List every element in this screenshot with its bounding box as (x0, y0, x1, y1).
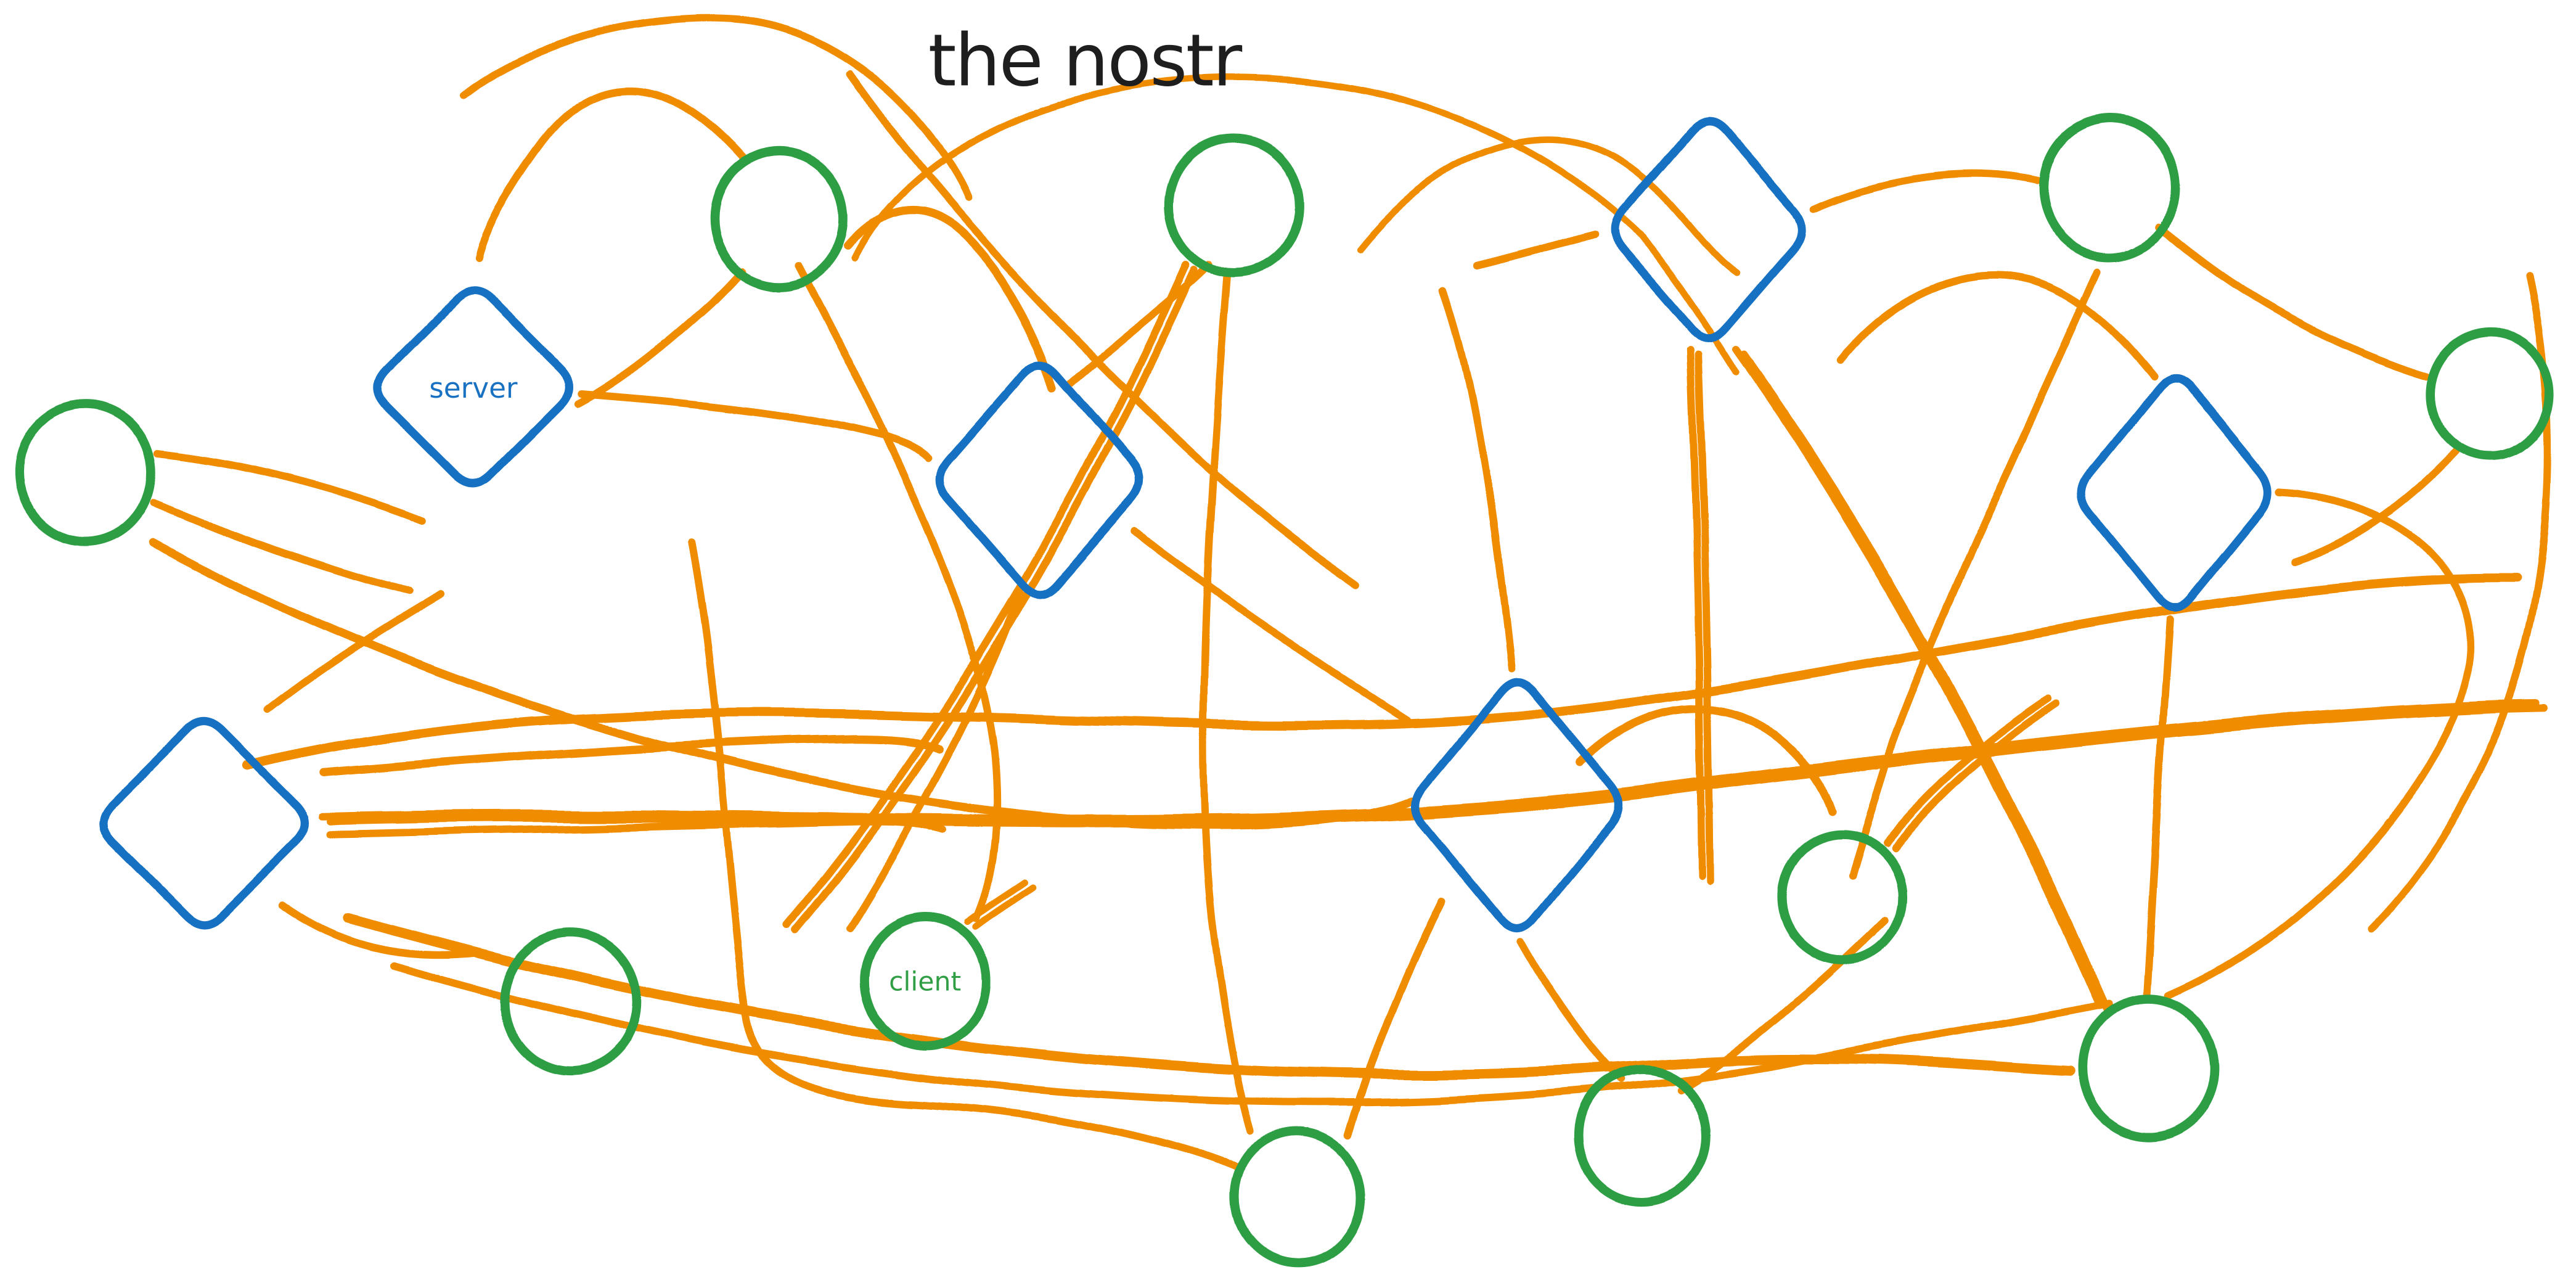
client-node (499, 929, 641, 1076)
connection-stroke (1810, 170, 2041, 213)
connection-stroke (1357, 136, 1740, 276)
relay-node (2077, 374, 2273, 612)
connection-stroke (795, 260, 1000, 922)
connection-stroke (2143, 615, 2174, 999)
connection-stroke (154, 449, 427, 525)
connection-stroke (1473, 231, 1599, 270)
client-node (15, 400, 157, 547)
connection-stroke (1687, 346, 1706, 881)
connection-stroke (846, 589, 1024, 932)
connection-stroke (1695, 351, 1714, 886)
connection-stroke (242, 573, 2521, 771)
client-node (2426, 327, 2555, 462)
connection-stroke (843, 207, 1058, 392)
connection-stroke (578, 390, 932, 462)
connection-stroke (2154, 223, 2431, 380)
relay-node (936, 361, 1144, 599)
connection-stroke (1732, 346, 2103, 1009)
connection-stroke (1067, 260, 1213, 387)
connection-stroke (390, 962, 2113, 1106)
relay-node (1412, 678, 1624, 932)
client-node (1575, 1065, 1711, 1206)
connection-stroke (1677, 916, 1888, 1093)
connection-stroke (1882, 694, 2053, 847)
labels-layer: server client (429, 372, 961, 998)
connection-stroke (1131, 527, 1410, 724)
connection-stroke (1836, 271, 2157, 380)
connection-stroke (964, 879, 1029, 925)
connection-stroke (279, 901, 484, 959)
relay-node (373, 287, 573, 488)
client-nodes-layer (15, 113, 2555, 1268)
relay-node (1611, 117, 1806, 343)
connection-stroke (972, 884, 1037, 930)
client-node (859, 912, 991, 1049)
client-node (1777, 830, 1907, 964)
connection-stroke (264, 591, 444, 714)
client-node (2078, 994, 2220, 1142)
connections-layer (149, 15, 2553, 1172)
connection-stroke (318, 699, 2540, 822)
relay-label: server (429, 372, 518, 404)
client-label: client (889, 967, 961, 998)
connection-stroke (1345, 896, 1446, 1139)
connection-stroke (474, 86, 746, 263)
connection-stroke (783, 260, 1190, 929)
connection-stroke (1576, 704, 1836, 816)
diagram-title: the nostr (928, 18, 1243, 103)
connection-stroke (1440, 287, 1515, 673)
client-node (709, 146, 848, 290)
relay-node (99, 718, 309, 928)
connection-stroke (851, 75, 1740, 377)
client-node (1164, 133, 1303, 277)
connection-stroke (574, 267, 746, 408)
connection-stroke (846, 70, 1361, 589)
connection-stroke (2291, 448, 2459, 566)
connection-stroke (459, 15, 971, 201)
client-node (2038, 113, 2180, 261)
connection-stroke (327, 704, 2548, 827)
connection-stroke (327, 818, 947, 839)
connection-stroke (1890, 699, 2061, 851)
connection-stroke (343, 913, 2075, 1080)
client-node (1230, 1127, 1366, 1268)
connection-stroke (150, 499, 413, 596)
connection-stroke (319, 735, 944, 776)
connection-stroke (1741, 351, 2112, 1014)
connection-stroke (1517, 937, 1625, 1083)
connection-stroke (1200, 272, 1254, 1136)
connection-stroke (149, 538, 1417, 830)
connection-stroke (688, 538, 1241, 1172)
connection-stroke (2164, 489, 2474, 999)
relay-nodes-layer (99, 117, 2273, 932)
